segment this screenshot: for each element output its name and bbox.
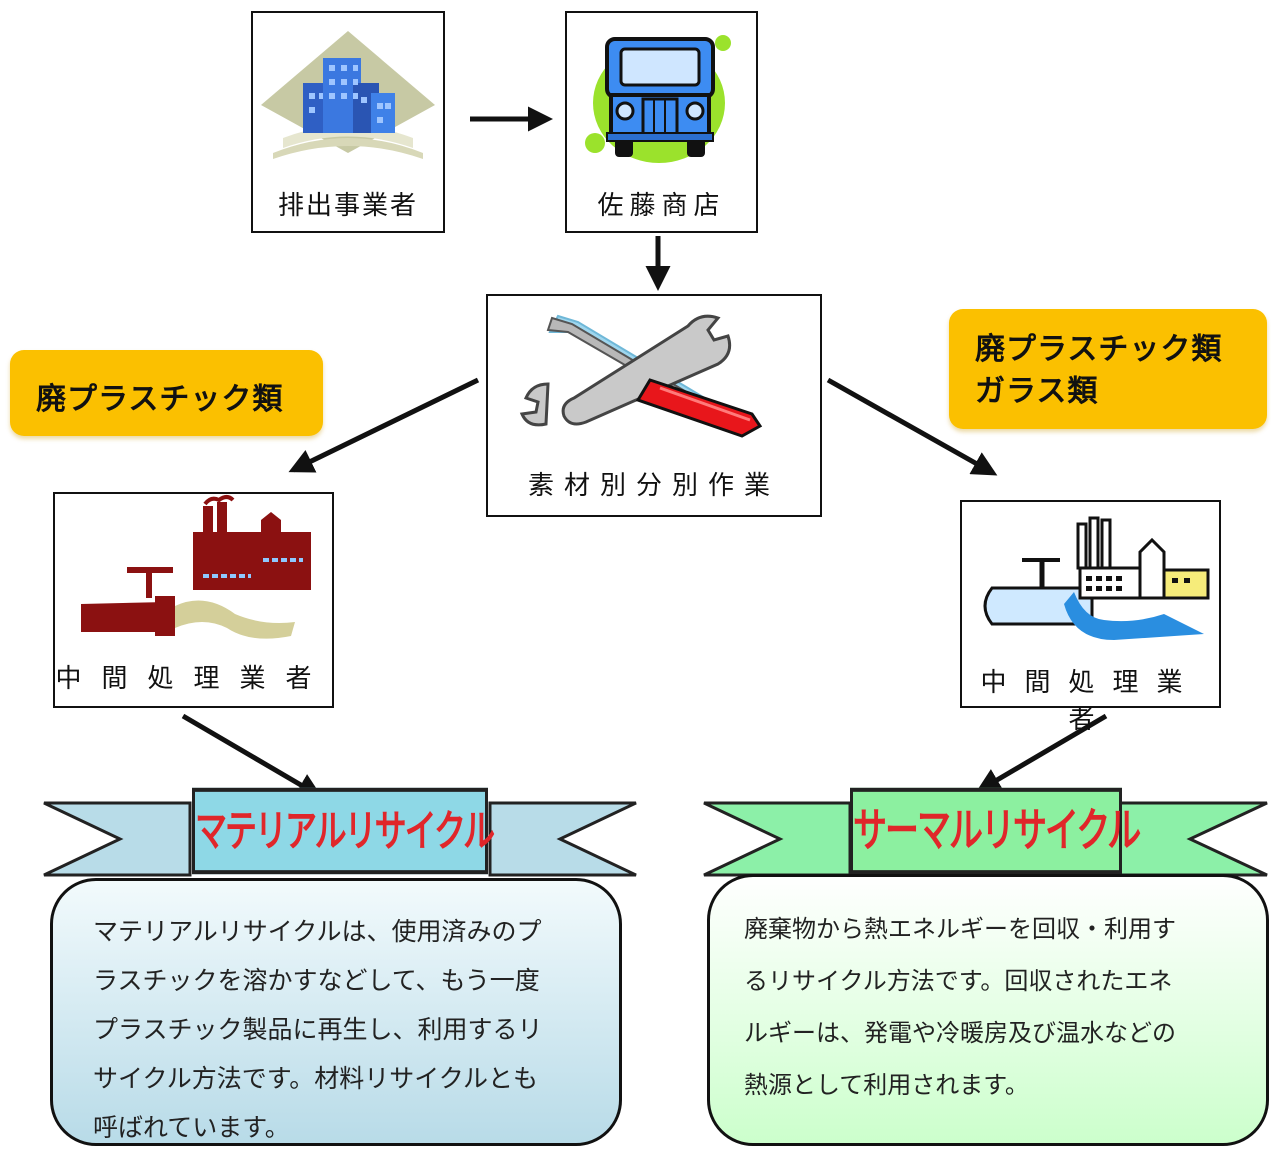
- node-sato: 佐藤商店: [565, 11, 758, 233]
- wrench-screwdriver-icon: [519, 314, 763, 438]
- banner-material-title: マテリアルリサイクル: [192, 787, 495, 875]
- callout-thermal-line-1: 廃棄物から熱エネルギーを回収・利用す: [744, 915, 1176, 943]
- tag-left-line: 廃プラスチック類: [36, 382, 284, 417]
- callout-material-line-5: 呼ばれています。: [93, 1113, 290, 1142]
- callout-material-line-1: マテリアルリサイクルは、使用済みのプ: [93, 917, 542, 946]
- arrow-sorting-to-left: [288, 377, 480, 473]
- tag-right: 廃プラスチック類 ガラス類: [949, 309, 1267, 429]
- callout-thermal: 廃棄物から熱エネルギーを回収・利用す るリサイクル方法です。回収されたエネ ルギ…: [707, 874, 1269, 1146]
- callout-material-line-3: プラスチック製品に再生し、利用するリ: [93, 1015, 543, 1044]
- processor-right-label: 中間処理業者: [980, 668, 1201, 735]
- sorting-label: 素材別分別作業: [527, 471, 780, 501]
- node-sorting: 素材別分別作業: [486, 294, 822, 517]
- arrow-right-to-thermal: [975, 713, 1108, 793]
- truck-icon: [585, 35, 731, 163]
- node-discharger: 排出事業者: [251, 11, 445, 233]
- callout-thermal-line-2: るリサイクル方法です。回収されたエネ: [744, 967, 1173, 995]
- callout-material-line-4: サイクル方法です。材料リサイクルとも: [93, 1064, 539, 1093]
- callout-thermal-line-4: 熱源として利用されます。: [744, 1071, 1029, 1099]
- callout-material-line-2: ラスチックを溶かすなどして、もう一度: [93, 966, 540, 995]
- processor-left-label: 中間処理業者: [55, 664, 332, 694]
- banner-material: マテリアルリサイクル: [40, 787, 640, 885]
- factory-pipe-icon: [81, 495, 311, 639]
- plant-pipe-icon: [983, 516, 1210, 640]
- tag-right-line-2: ガラス類: [975, 374, 1099, 409]
- banner-material-ribbon: [43, 801, 637, 877]
- node-processor-left: 中間処理業者: [53, 492, 334, 708]
- sato-label: 佐藤商店: [597, 191, 726, 221]
- office-buildings-icon: [261, 31, 435, 159]
- callout-material: マテリアルリサイクルは、使用済みのプ ラスチックを溶かすなどして、もう一度 プラ…: [50, 878, 622, 1146]
- callout-thermal-line-3: ルギーは、発電や冷暖房及び温水などの: [744, 1019, 1176, 1047]
- banner-thermal-title: サーマルリサイクル: [850, 787, 1141, 875]
- arrow-sorting-to-right: [826, 377, 998, 476]
- banner-thermal: サーマルリサイクル: [700, 787, 1271, 885]
- arrow-left-to-material: [181, 713, 323, 798]
- tag-left: 廃プラスチック類: [10, 350, 323, 436]
- tag-right-line-1: 廃プラスチック類: [975, 332, 1223, 367]
- discharger-label: 排出事業者: [277, 191, 418, 221]
- node-processor-right: 中間処理業者: [960, 500, 1221, 735]
